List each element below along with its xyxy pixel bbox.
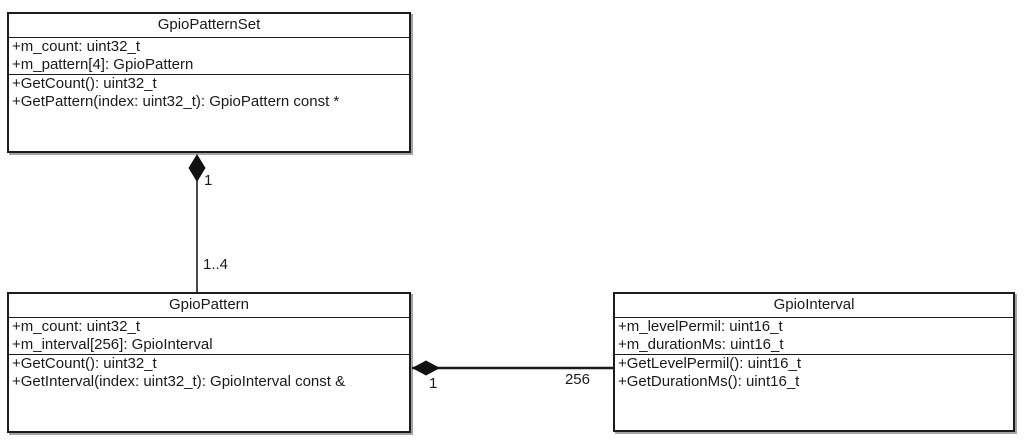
method-line: +GetLevelPermil(): uint16_t xyxy=(618,355,802,372)
multiplicity-label: 1 xyxy=(204,172,213,189)
methods-compartment: +GetCount(): uint32_t +GetPattern(index:… xyxy=(9,75,409,151)
method-line: +GetCount(): uint32_t xyxy=(12,355,157,372)
methods-compartment: +GetCount(): uint32_t +GetInterval(index… xyxy=(9,355,409,431)
attribute-line: +m_count: uint32_t xyxy=(12,37,141,55)
attribute-line: +m_interval[256]: GpioInterval xyxy=(12,335,213,353)
class-box-gpiointerval: GpioInterval +m_levelPermil: uint16_t +m… xyxy=(613,292,1015,432)
class-box-gpiopattern: GpioPattern +m_count: uint32_t +m_interv… xyxy=(7,292,411,433)
attributes-compartment: +m_levelPermil: uint16_t +m_durationMs: … xyxy=(615,317,1013,355)
attribute-line: +m_durationMs: uint16_t xyxy=(618,335,784,353)
multiplicity-label: 1 xyxy=(429,375,438,392)
method-line: +GetCount(): uint32_t xyxy=(12,75,157,92)
methods-compartment: +GetLevelPermil(): uint16_t +GetDuration… xyxy=(615,355,1013,430)
attributes-compartment: +m_count: uint32_t +m_interval[256]: Gpi… xyxy=(9,317,409,355)
composition-diamond-icon xyxy=(412,360,440,376)
attributes-compartment: +m_count: uint32_t +m_pattern[4]: GpioPa… xyxy=(9,37,409,75)
multiplicity-label: 1..4 xyxy=(203,256,229,273)
attribute-line: +m_pattern[4]: GpioPattern xyxy=(12,55,194,73)
class-box-gpiopatternset: GpioPatternSet +m_count: uint32_t +m_pat… xyxy=(7,12,411,153)
class-name-gpiopattern: GpioPattern xyxy=(9,294,409,318)
multiplicity-label: 256 xyxy=(564,371,590,388)
method-line: +GetDurationMs(): uint16_t xyxy=(618,373,800,390)
method-line: +GetPattern(index: uint32_t): GpioPatter… xyxy=(12,93,340,110)
class-name-gpiopatternset: GpioPatternSet xyxy=(9,14,409,38)
attribute-line: +m_count: uint32_t xyxy=(12,317,141,335)
class-name-gpiointerval: GpioInterval xyxy=(615,294,1013,318)
method-line: +GetInterval(index: uint32_t): GpioInter… xyxy=(12,373,346,390)
attribute-line: +m_levelPermil: uint16_t xyxy=(618,317,783,335)
composition-diamond-icon xyxy=(188,154,206,182)
